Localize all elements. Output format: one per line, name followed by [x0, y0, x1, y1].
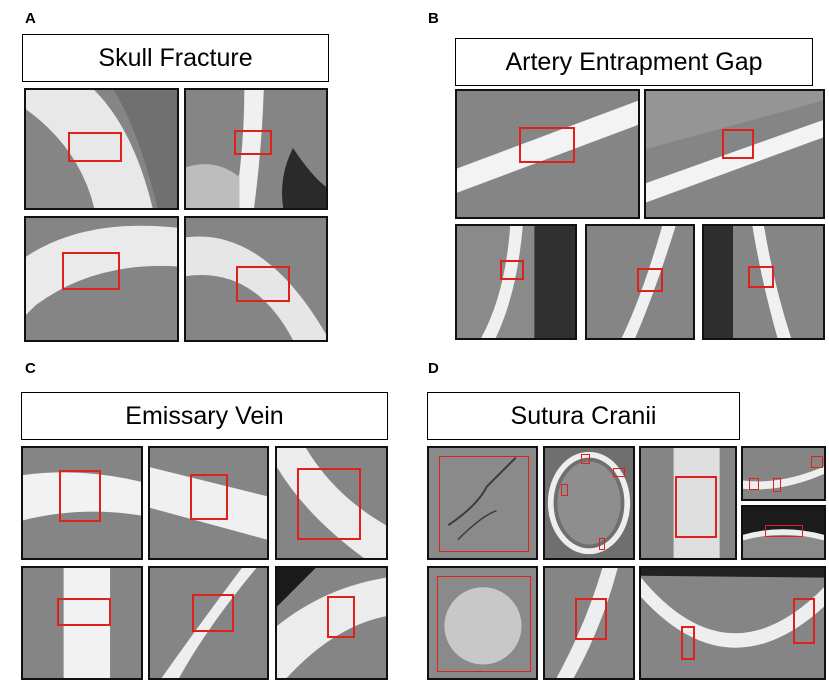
artery-gap-image-5 — [702, 224, 825, 340]
roi-box — [68, 132, 122, 162]
roi-box — [519, 127, 575, 163]
skull-fracture-image-4 — [184, 216, 328, 342]
roi-box — [297, 468, 361, 540]
roi-box — [637, 268, 663, 292]
emissary-vein-image-4 — [21, 566, 143, 680]
panel-letter-c: C — [25, 360, 36, 377]
panel-title-artery-entrapment-gap: Artery Entrapment Gap — [455, 38, 813, 86]
roi-box — [675, 476, 717, 538]
roi-box — [581, 454, 590, 464]
roi-box — [793, 598, 815, 644]
panel-letter-d: D — [428, 360, 439, 377]
artery-gap-image-1 — [455, 89, 640, 219]
emissary-vein-image-2 — [148, 446, 269, 560]
roi-box — [439, 456, 529, 552]
roi-box — [811, 456, 823, 468]
roi-box — [765, 525, 803, 537]
roi-box — [500, 260, 524, 280]
roi-box — [748, 266, 774, 288]
panel-title-skull-fracture: Skull Fracture — [22, 34, 329, 82]
roi-box — [681, 626, 695, 660]
roi-box — [190, 474, 228, 520]
roi-box — [327, 596, 355, 638]
panel-letter-a: A — [25, 10, 36, 27]
roi-box — [236, 266, 290, 302]
sutura-cranii-image-1 — [427, 446, 538, 560]
sutura-cranii-image-3 — [639, 446, 737, 560]
skull-fracture-image-3 — [24, 216, 179, 342]
roi-box — [234, 130, 272, 155]
roi-box — [62, 252, 120, 290]
roi-box — [599, 538, 605, 550]
artery-gap-image-2 — [644, 89, 825, 219]
sutura-cranii-image-7 — [543, 566, 635, 680]
sutura-cranii-image-5 — [741, 505, 826, 560]
skull-fracture-image-1 — [24, 88, 179, 210]
emissary-vein-image-1 — [21, 446, 143, 560]
emissary-vein-image-3 — [275, 446, 388, 560]
roi-box — [722, 129, 754, 159]
roi-box — [613, 468, 625, 477]
roi-box — [575, 598, 607, 640]
panel-letter-b: B — [428, 10, 439, 27]
sutura-cranii-image-2 — [543, 446, 635, 560]
skull-fracture-image-2 — [184, 88, 328, 210]
sutura-cranii-image-8 — [639, 566, 826, 680]
sutura-cranii-image-6 — [427, 566, 538, 680]
emissary-vein-image-6 — [275, 566, 388, 680]
roi-box — [57, 598, 111, 626]
roi-box — [773, 478, 781, 492]
artery-gap-image-3 — [455, 224, 577, 340]
artery-gap-image-4 — [585, 224, 695, 340]
roi-box — [561, 484, 568, 496]
panel-title-sutura-cranii: Sutura Cranii — [427, 392, 740, 440]
roi-box — [192, 594, 234, 632]
panel-title-emissary-vein: Emissary Vein — [21, 392, 388, 440]
roi-box — [59, 470, 101, 522]
emissary-vein-image-5 — [148, 566, 269, 680]
sutura-cranii-image-4 — [741, 446, 826, 501]
roi-box — [437, 576, 531, 672]
roi-box — [749, 478, 759, 490]
